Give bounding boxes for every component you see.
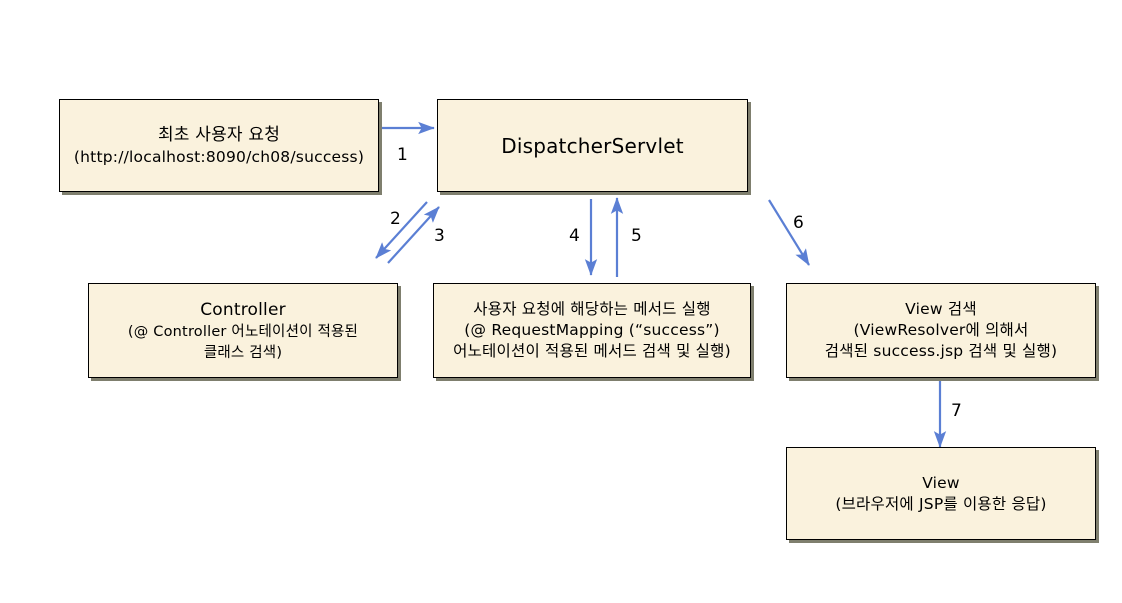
node-handler-method-line-0: 사용자 요청에 해당하는 메서드 실행	[473, 300, 711, 318]
node-controller-line-1: (@ Controller 어노테이션이 적용된	[127, 323, 359, 340]
node-view-render-line-1: (브라우저에 JSP를 이용한 응답)	[835, 494, 1047, 513]
edge-label-4: 4	[569, 226, 580, 246]
node-dispatcher-servlet-line-0: DispatcherServlet	[501, 133, 684, 158]
node-controller-line-2: 클래스 검색)	[203, 344, 283, 361]
node-handler-method[interactable]: 사용자 요청에 해당하는 메서드 실행 (@ RequestMapping (“…	[433, 283, 751, 378]
node-view-resolve-line-2: 검색된 success.jsp 검색 및 실행)	[824, 342, 1058, 360]
node-user-request-line-0: 최초 사용자 요청	[157, 125, 281, 145]
edge-label-7: 7	[951, 401, 962, 421]
edge-label-5: 5	[631, 226, 642, 246]
node-controller-line-0: Controller	[200, 299, 286, 320]
edge-label-2: 2	[390, 209, 401, 229]
node-user-request-line-1: (http://localhost:8090/ch08/success)	[73, 148, 365, 166]
node-handler-method-line-2: 어노테이션이 적용된 메서드 검색 및 실행)	[453, 342, 731, 360]
node-dispatcher-servlet[interactable]: DispatcherServlet	[437, 99, 748, 192]
node-view-resolve[interactable]: View 검색 (ViewResolver에 의해서 검색된 success.j…	[786, 283, 1096, 378]
edge-label-3: 3	[434, 226, 445, 246]
edge-label-1: 1	[397, 145, 408, 165]
node-view-render[interactable]: View (브라우저에 JSP를 이용한 응답)	[786, 447, 1096, 540]
edge-label-6: 6	[793, 213, 804, 233]
node-handler-method-line-1: (@ RequestMapping (“success”)	[464, 321, 720, 339]
node-user-request[interactable]: 최초 사용자 요청 (http://localhost:8090/ch08/su…	[59, 99, 379, 192]
arrow-2	[375, 201, 428, 259]
node-view-resolve-line-0: View 검색	[905, 300, 977, 318]
node-view-resolve-line-1: (ViewResolver에 의해서	[853, 321, 1029, 339]
node-view-render-line-0: View	[922, 473, 960, 492]
node-controller[interactable]: Controller (@ Controller 어노테이션이 적용된 클래스 …	[88, 283, 398, 378]
